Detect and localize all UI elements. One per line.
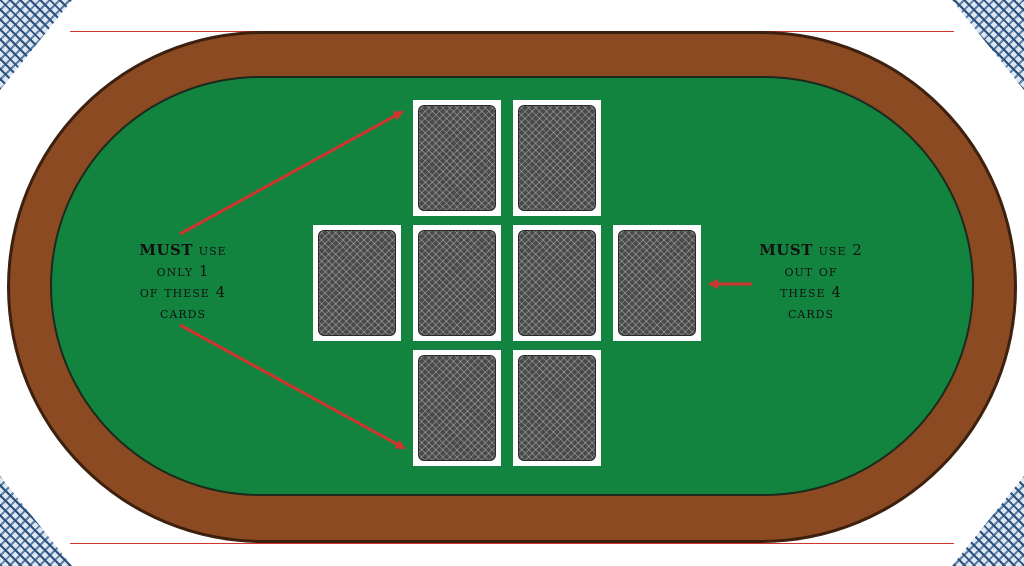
card-back xyxy=(518,355,596,461)
card-back xyxy=(318,230,396,336)
card-middle-center-left[interactable] xyxy=(413,225,501,341)
card-bottom-right[interactable] xyxy=(513,350,601,466)
right-label-line-2: out of xyxy=(784,262,838,280)
left-label-emphasis: MUST xyxy=(139,241,194,259)
card-top-left[interactable] xyxy=(413,100,501,216)
left-rule-label: MUST use only 1 of these 4 cards xyxy=(118,240,248,324)
right-rule-label: MUST use 2 out of these 4 cards xyxy=(745,240,877,324)
right-label-line-4: cards xyxy=(788,304,834,322)
right-label-line-1: MUST use 2 xyxy=(745,240,877,261)
right-label-emphasis: MUST xyxy=(759,241,813,259)
card-back xyxy=(518,105,596,211)
left-label-line-1-rest: use xyxy=(193,241,227,259)
right-label-line-3: these 4 xyxy=(780,283,842,301)
bottom-border-line xyxy=(70,543,954,544)
card-middle-far-left[interactable] xyxy=(313,225,401,341)
card-bottom-left[interactable] xyxy=(413,350,501,466)
card-back xyxy=(418,105,496,211)
left-label-line-4: cards xyxy=(160,304,206,322)
card-back xyxy=(418,230,496,336)
card-back xyxy=(618,230,696,336)
left-label-line-3: of these 4 xyxy=(139,283,227,301)
card-back xyxy=(518,230,596,336)
table-felt xyxy=(52,78,972,494)
right-label-line-1-rest: use 2 xyxy=(812,241,863,259)
left-label-line-2: only 1 xyxy=(156,262,210,280)
card-middle-far-right[interactable] xyxy=(613,225,701,341)
top-border-line xyxy=(70,31,954,32)
arrow-to-bottom-cards xyxy=(179,323,406,450)
card-top-right[interactable] xyxy=(513,100,601,216)
card-back xyxy=(418,355,496,461)
card-middle-center-right[interactable] xyxy=(513,225,601,341)
left-label-line-1: MUST use xyxy=(118,240,248,261)
arrow-to-top-cards xyxy=(179,110,404,236)
